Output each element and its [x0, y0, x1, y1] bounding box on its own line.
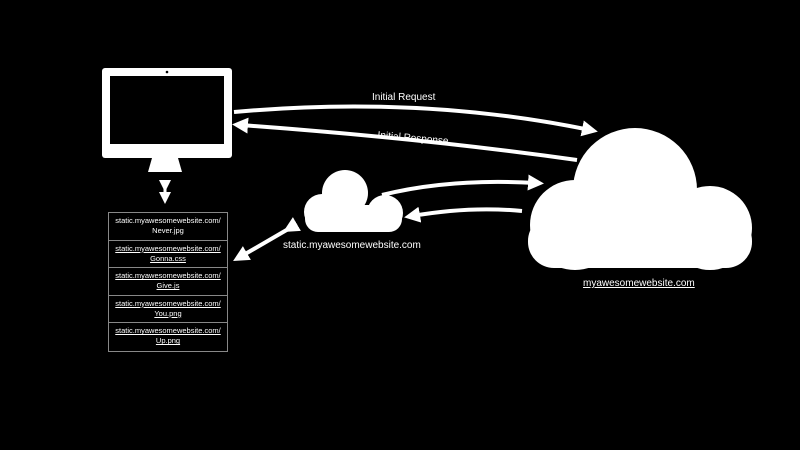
file-host-link[interactable]: static.myawesomewebsite.com/	[115, 271, 221, 281]
request-label: Initial Request	[372, 92, 436, 103]
file-name-link[interactable]: Give.js	[156, 281, 180, 291]
origin-label[interactable]: myawesomewebsite.com	[583, 278, 695, 289]
file-host: static.myawesomewebsite.com/	[115, 216, 221, 225]
file-item[interactable]: static.myawesomewebsite.com/Up.png	[109, 323, 227, 351]
file-item: static.myawesomewebsite.com/Never.jpg	[109, 213, 227, 241]
origin-cloud-icon	[528, 128, 752, 270]
file-name-link[interactable]: Gonna.css	[150, 253, 186, 263]
file-item[interactable]: static.myawesomewebsite.com/You.png	[109, 296, 227, 324]
file-host-link[interactable]: static.myawesomewebsite.com/	[115, 243, 221, 253]
file-item[interactable]: static.myawesomewebsite.com/Gonna.css	[109, 241, 227, 269]
cdn-to-origin-arrow	[381, 174, 544, 197]
file-name-link[interactable]: You.png	[154, 308, 182, 318]
list-cdn-arrow	[233, 217, 301, 262]
file-name-link[interactable]: Up.png	[155, 336, 181, 346]
computer-icon	[102, 68, 232, 172]
file-name: Never.jpg	[152, 226, 184, 235]
request-arrow	[233, 104, 598, 137]
file-host-link[interactable]: static.myawesomewebsite.com/	[115, 326, 221, 336]
file-list: static.myawesomewebsite.com/Never.jpg st…	[108, 212, 228, 352]
origin-to-cdn-arrow	[404, 206, 523, 223]
file-item[interactable]: static.myawesomewebsite.com/Give.js	[109, 268, 227, 296]
cdn-label: static.myawesomewebsite.com	[283, 240, 421, 251]
cdn-cloud-icon	[304, 170, 403, 232]
file-host-link[interactable]: static.myawesomewebsite.com/	[115, 298, 221, 308]
response-arrow	[232, 117, 578, 162]
